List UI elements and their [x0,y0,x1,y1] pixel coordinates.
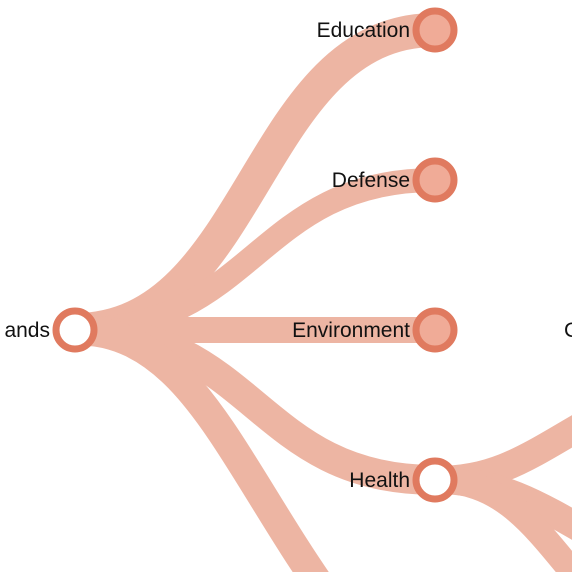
node-label-health: Health [349,469,410,492]
node-defense[interactable] [412,157,458,203]
nodes [52,7,458,503]
links [74,13,572,572]
node-label-education: Education [317,19,410,42]
node-environment[interactable] [412,307,458,353]
node-education[interactable] [412,7,458,53]
node-label-root: ands [4,319,50,342]
node-label-offscreen: C [564,319,572,342]
node-label-environment: Environment [292,319,410,342]
node-label-defense: Defense [332,169,410,192]
node-health[interactable] [412,457,458,503]
node-root[interactable] [52,307,98,353]
labels: ands Education Defense Environment Healt… [4,19,572,492]
link-root-offscreen-child [74,315,329,572]
